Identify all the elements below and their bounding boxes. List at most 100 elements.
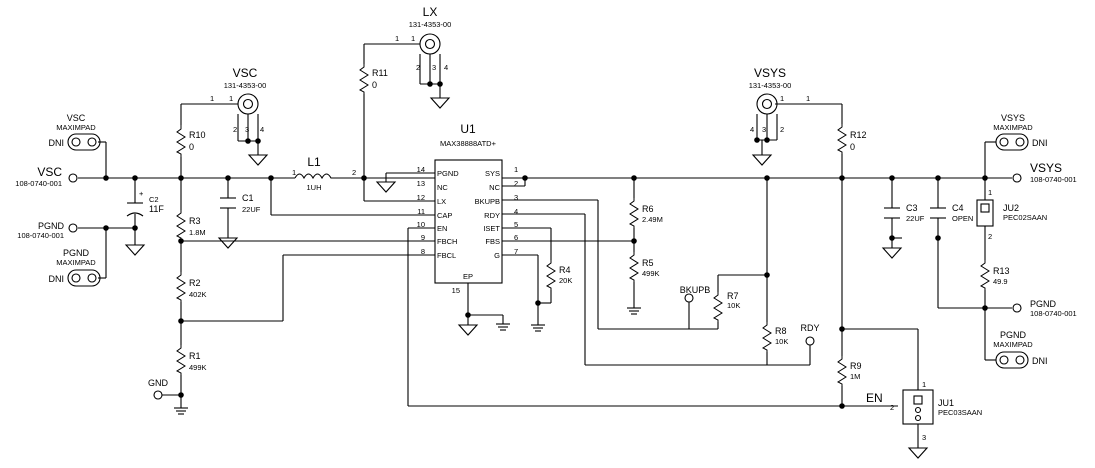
pad-vsc-name: VSC: [67, 113, 86, 123]
ic-ep-label: EP: [463, 272, 473, 281]
capacitor-c3: [884, 207, 900, 219]
ju1-val: PEC03SAAN: [938, 408, 982, 417]
ground-vsc-tp: [248, 154, 268, 166]
ic-pin-name-1: SYS: [485, 169, 500, 178]
label-c2-plus: +: [139, 189, 144, 198]
tp-lx-name: LX: [423, 5, 438, 19]
label-r6-ref: R6: [642, 204, 654, 214]
tp-rdy-name: RDY: [800, 323, 819, 333]
tp-lx-pin4: 4: [444, 63, 448, 72]
ju2-pin2: 2: [988, 232, 992, 241]
earth-ground-r5: [627, 307, 641, 315]
label-r2-val: 402K: [189, 290, 207, 299]
label-c1-val: 22UF: [242, 205, 261, 214]
tp-vsc-pin4: 4: [260, 125, 264, 134]
resistor-r12: [836, 124, 847, 154]
tp-vsys-pin4: 4: [750, 125, 754, 134]
ic-pin-num-10: 10: [417, 220, 425, 229]
label-r1-val: 499K: [189, 363, 207, 372]
ic-pin-name-5: ISET: [483, 224, 500, 233]
ic-pin-name-7: G: [494, 251, 500, 260]
label-r5-val: 499K: [642, 269, 660, 278]
tp-lx-pin2: 2: [416, 63, 420, 72]
pad-vsys-name: VSYS: [1001, 113, 1025, 123]
ic-pin-num-7: 7: [514, 247, 518, 256]
label-r8-val: 10K: [775, 337, 788, 346]
ic-ref: U1: [460, 122, 476, 136]
label-r3-val: 1.8M: [189, 228, 206, 237]
ic-pin-num-3: 3: [514, 193, 518, 202]
ground-ju1: [908, 447, 928, 459]
test-point-lx: LX 131-4353-00 1 1 2 3 4: [395, 5, 451, 72]
tp-lx-pn: 131-4353-00: [409, 20, 452, 29]
tp-vsys-pin3: 3: [762, 125, 766, 134]
ic-pin-num-8: 8: [421, 247, 425, 256]
conn-pgnd-r-name: PGND: [1030, 299, 1057, 309]
tp-vsys-pin1-right: 1: [806, 94, 810, 103]
pad-pgnd-r-name: PGND: [1000, 330, 1027, 340]
capacitor-c2: [126, 202, 144, 217]
ju1-pin3: 3: [922, 433, 926, 442]
ground-ep: [458, 324, 478, 336]
conn-vsys-pn: 108-0740-001: [1030, 175, 1077, 184]
label-r10-val: 0: [189, 142, 194, 152]
tp-vsys-pn: 131-4353-00: [749, 81, 792, 90]
conn-vsc-pn: 108-0740-001: [15, 179, 62, 188]
ground-symbols: [125, 97, 928, 459]
resistors: [175, 64, 990, 386]
inductor-l1: [294, 173, 332, 180]
pad-vsc-type: MAXIMPAD: [56, 123, 96, 132]
maxim-pad-pgnd-left: PGND MAXIMPAD DNI: [49, 248, 101, 287]
ground-pgnd: [376, 181, 396, 193]
label-r11-ref: R11: [372, 68, 388, 78]
tp-bkupb-name: BKUPB: [680, 285, 711, 295]
resistor-r11: [358, 64, 369, 94]
capacitors: [126, 197, 946, 219]
label-r8-ref: R8: [775, 326, 787, 336]
label-c3-ref: C3: [906, 203, 918, 213]
label-r11-val: 0: [372, 80, 377, 90]
ic-pin-name-13: NC: [437, 183, 448, 192]
tp-vsc-pin2: 2: [233, 125, 237, 134]
tp-vsc-name: VSC: [233, 66, 258, 80]
resistor-r13: [979, 260, 990, 290]
label-r4-val: 20K: [559, 276, 572, 285]
label-r12-ref: R12: [850, 130, 867, 140]
ground-c2: [125, 244, 145, 256]
ju1-ref: JU1: [938, 398, 954, 408]
conn-vsys-name: VSYS: [1030, 161, 1062, 175]
label-c2-val: 11F: [149, 204, 164, 214]
ic-pin-num-1: 1: [514, 165, 518, 174]
ic-u1: U1 MAX38888ATD+ PGND NC LX CAP EN FBCH F…: [417, 122, 519, 295]
conn-pgnd-l-pn: 108-0740-001: [17, 231, 64, 240]
tp-lx-pin1: 1: [411, 34, 415, 43]
label-r7-ref: R7: [727, 291, 739, 301]
label-r1-ref: R1: [189, 351, 201, 361]
resistor-r6: [628, 198, 639, 228]
junction-dots: [103, 81, 988, 409]
wires: [78, 43, 1012, 448]
ju1-pin2: 2: [890, 403, 894, 412]
resistor-r1: [175, 345, 186, 375]
earth-ground-r1: [174, 407, 188, 415]
component-labels: R10 0 R3 1.8M R2 402K R1 499K C2 11F + C…: [139, 68, 1010, 381]
ic-pin-name-3: BKUPB: [475, 197, 500, 206]
resistor-r9: [836, 356, 847, 386]
label-l1-pin2: 2: [352, 168, 356, 177]
resistor-r7: [712, 292, 723, 322]
label-c3-val: 22UF: [906, 214, 925, 223]
ic-pin-name-8: FBCL: [437, 251, 456, 260]
resistor-r8: [761, 322, 772, 352]
tp-vsys-pin2: 2: [780, 125, 784, 134]
pad-pgnd-l-name: PGND: [63, 248, 90, 258]
label-l1-val: 1UH: [306, 183, 321, 192]
ic-pin-num-2: 2: [514, 179, 518, 188]
ju1-pin1: 1: [922, 380, 926, 389]
ic-pin-name-12: LX: [437, 197, 446, 206]
ic-pin-name-14: PGND: [437, 169, 459, 178]
net-label-en: EN: [866, 391, 883, 405]
tp-vsc-pin1: 1: [229, 94, 233, 103]
pad-vsc-dni: DNI: [49, 138, 65, 148]
ic-pin-name-2: NC: [489, 183, 500, 192]
label-r2-ref: R2: [189, 278, 201, 288]
